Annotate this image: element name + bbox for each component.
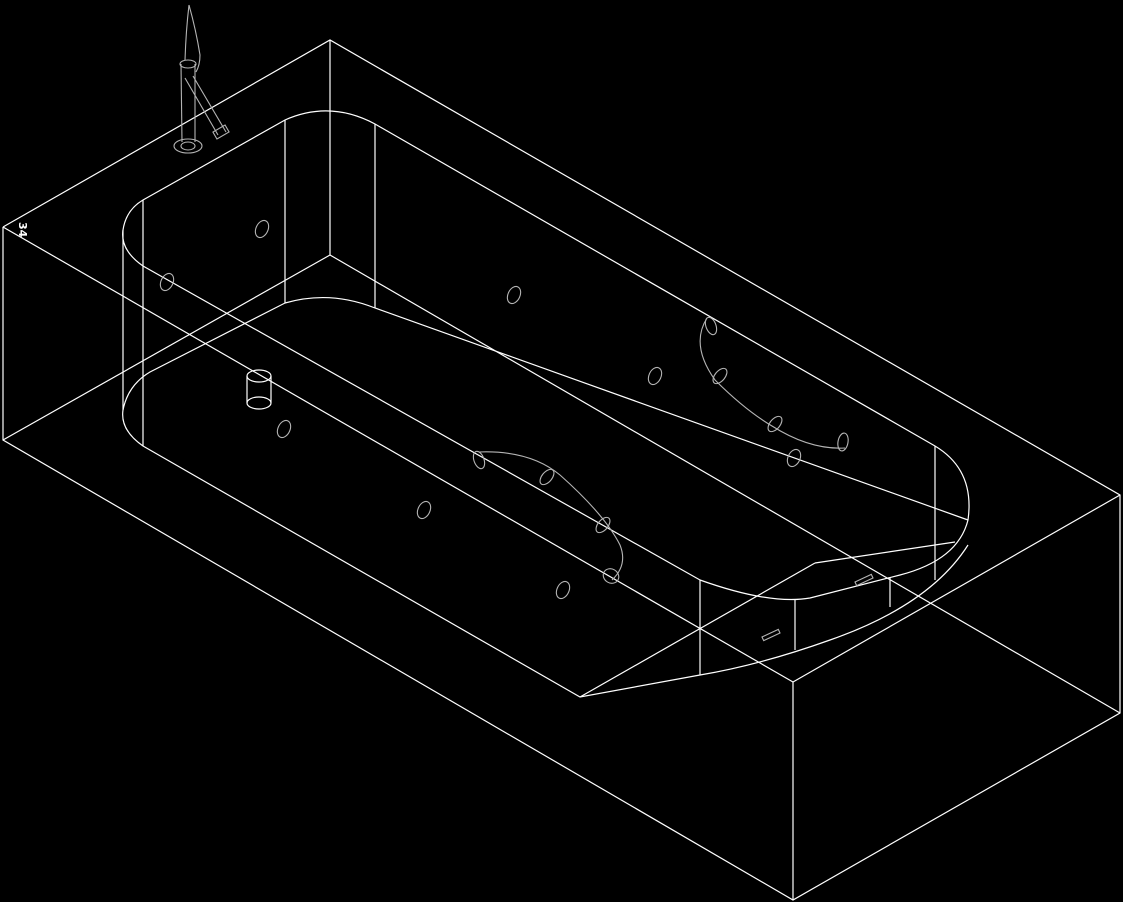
tub-rim-outline: [122, 110, 970, 675]
side-control-slots: [761, 573, 874, 642]
overflow-drain: [246, 369, 272, 410]
whirlpool-jets: [159, 219, 802, 600]
annotation-label: 34: [16, 222, 29, 238]
tub-basin-outline: [122, 296, 969, 698]
outer-enclosure: [2, 39, 1121, 901]
faucet-mixer: [173, 4, 230, 154]
jet-connection-arcs: [472, 316, 849, 584]
